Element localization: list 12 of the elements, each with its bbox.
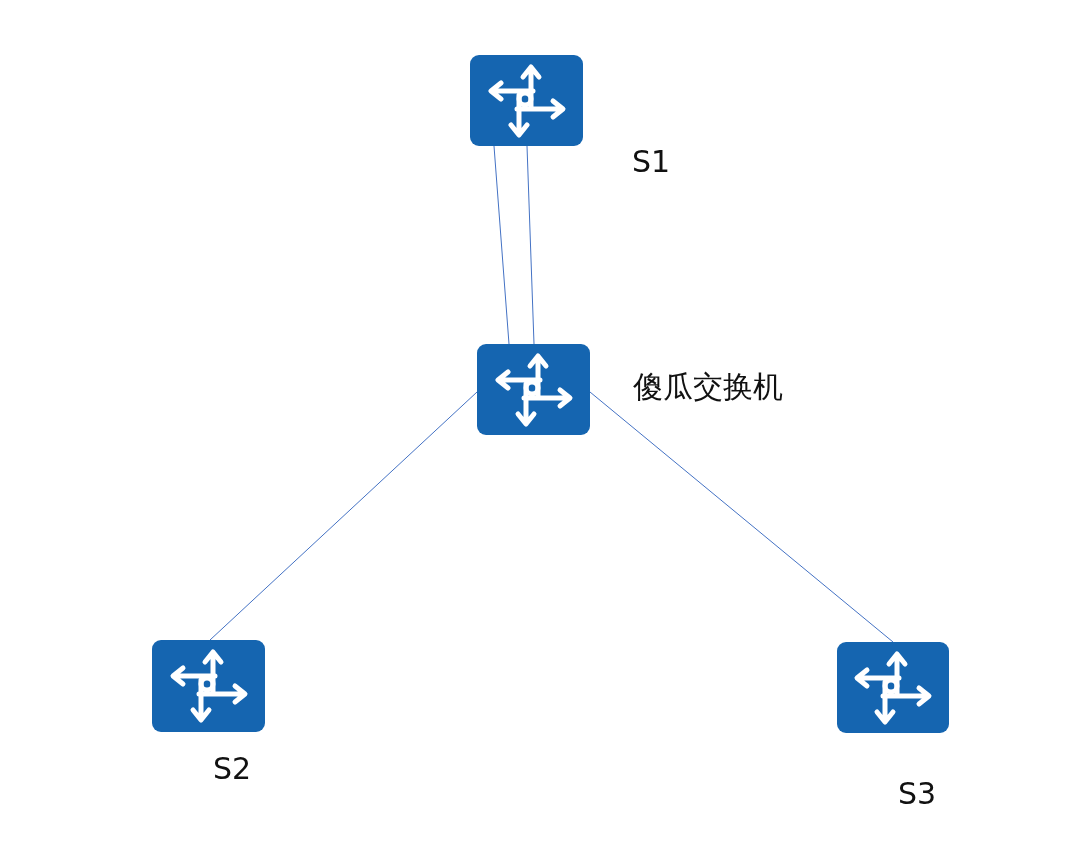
switch-box xyxy=(837,642,949,733)
device-label: S3 xyxy=(898,779,937,809)
device-label: 傻瓜交换机 xyxy=(633,372,783,402)
connector-line xyxy=(526,145,535,345)
device-label: S1 xyxy=(632,147,671,177)
switch-box xyxy=(477,344,590,435)
connector-line xyxy=(209,391,478,641)
connector-line xyxy=(493,145,510,345)
switch-box xyxy=(470,55,583,146)
switch-box xyxy=(152,640,265,732)
device-label: S2 xyxy=(213,754,252,784)
connector-line xyxy=(589,391,894,643)
